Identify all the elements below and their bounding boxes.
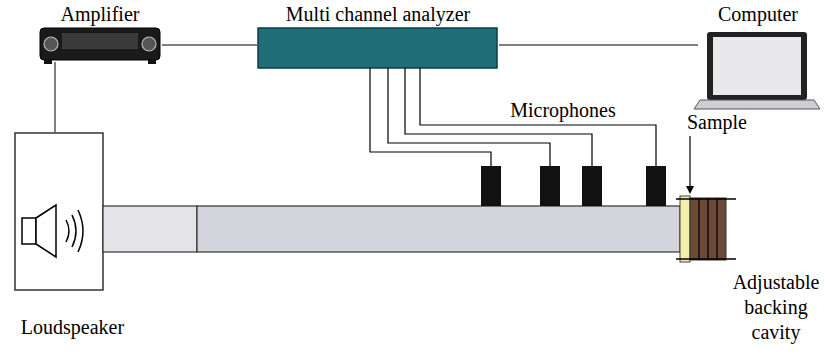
amplifier-knob: [44, 37, 58, 51]
amplifier-node: Amplifier: [38, 2, 162, 62]
cable: [55, 62, 56, 133]
sound-wave: [72, 215, 76, 247]
sound-wave: [78, 210, 83, 252]
tie-rod: [676, 258, 736, 260]
analyzer-box: [258, 28, 497, 68]
sample-label: Sample: [672, 110, 762, 135]
amplifier-display: [62, 33, 138, 49]
laptop-base: [694, 100, 820, 109]
microphone: [582, 166, 602, 206]
cavity-ring: [698, 198, 700, 260]
loudspeaker-node: Loudspeaker: [0, 133, 145, 339]
node-label: Amplifier: [61, 2, 140, 26]
analyzer-node: Multi channel analyzer: [257, 2, 499, 70]
amplifier-knob: [142, 37, 156, 51]
microphone: [481, 166, 501, 206]
cavity-label: Adjustable backing cavity: [728, 270, 824, 345]
mic-wire: [420, 68, 656, 166]
cavity-ring: [707, 198, 709, 260]
sound-wave: [66, 220, 69, 242]
laptop-screen-frame: [707, 32, 807, 100]
cavity-ring: [716, 198, 718, 260]
speaker-magnet: [22, 218, 36, 244]
microphones-label: Microphones: [478, 98, 648, 123]
impedance-tube: [197, 206, 680, 252]
amplifier-foot: [148, 60, 156, 64]
speaker-cone: [36, 205, 56, 257]
microphone: [540, 166, 560, 206]
node-label: Computer: [718, 2, 798, 26]
tie-rod: [676, 198, 736, 200]
sample-pointer-head: [686, 186, 694, 194]
amplifier-body: [40, 28, 160, 60]
sample-pointer: [689, 136, 690, 192]
microphone: [646, 166, 666, 206]
tube-adapter: [103, 206, 197, 252]
sample-layer: [680, 196, 690, 262]
node-label: Multi channel analyzer: [286, 2, 470, 26]
laptop-screen: [713, 37, 801, 95]
computer-node: Computer: [698, 2, 818, 110]
backing-cavity: [690, 198, 726, 260]
node-label: Loudspeaker: [21, 315, 124, 339]
loudspeaker-box: [15, 133, 103, 290]
cable: [162, 45, 257, 46]
amplifier-foot: [44, 60, 52, 64]
cable: [499, 45, 698, 46]
